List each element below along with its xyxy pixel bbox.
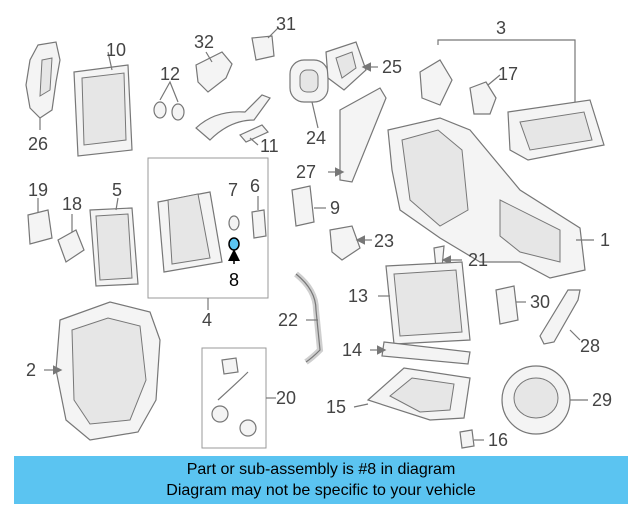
callout-18: 18 <box>62 194 82 214</box>
part-1-main-housing <box>387 117 594 279</box>
callout-25: 25 <box>382 57 402 77</box>
part-10-heater-core <box>73 51 133 157</box>
callout-26: 26 <box>28 134 48 154</box>
part-31-sensor <box>251 27 279 61</box>
part-7-oring <box>228 215 240 231</box>
part-27-support <box>328 87 387 183</box>
callout-10: 10 <box>106 40 126 60</box>
part-16-screw <box>459 429 484 449</box>
part-12-orings <box>153 80 185 121</box>
part-24-seal <box>289 59 329 129</box>
callout-15: 15 <box>326 397 346 417</box>
callout-9: 9 <box>330 198 340 218</box>
callout-28: 28 <box>580 336 600 356</box>
callout-8-highlighted: 8 <box>229 270 239 290</box>
callout-1: 1 <box>600 230 610 250</box>
callout-21: 21 <box>468 250 488 270</box>
part-23-actuator <box>329 225 372 261</box>
callout-6: 6 <box>250 176 260 196</box>
info-banner: Part or sub-assembly is #8 in diagram Di… <box>14 456 628 504</box>
part-11-pipe <box>195 94 271 146</box>
callout-30: 30 <box>530 292 550 312</box>
part-15-cover <box>353 367 471 421</box>
parts-diagram: 1 2 3 5 6 7 8 9 10 11 12 13 14 15 16 17 … <box>25 14 612 450</box>
callout-2: 2 <box>26 360 36 380</box>
part-26-bracket <box>25 41 61 130</box>
callout-17: 17 <box>498 64 518 84</box>
part-22-hose <box>294 271 324 365</box>
banner-line-part-info: Part or sub-assembly is #8 in diagram <box>186 461 456 478</box>
part-8-seal-highlighted <box>228 237 240 264</box>
callout-4: 4 <box>202 310 212 330</box>
part-32-valve <box>195 51 233 93</box>
callout-23: 23 <box>374 231 394 251</box>
callout-22: 22 <box>278 310 298 330</box>
part-9-sensor <box>291 185 326 227</box>
part-17-bracket <box>469 74 501 115</box>
part-28-bracket <box>539 289 581 345</box>
part-5-filter <box>89 197 139 287</box>
part-2-lower-housing <box>44 301 161 441</box>
callout-16: 16 <box>488 430 508 450</box>
part-19-actuator <box>27 198 53 245</box>
part-13-cabin-filter <box>378 261 471 345</box>
callout-32: 32 <box>194 32 214 52</box>
part-25-seal <box>325 41 378 91</box>
callout-7: 7 <box>228 180 238 200</box>
callout-27: 27 <box>296 162 316 182</box>
callout-20: 20 <box>276 388 296 408</box>
callout-14: 14 <box>342 340 362 360</box>
callout-3: 3 <box>496 18 506 38</box>
callout-31: 31 <box>276 14 296 34</box>
part-4-evaporator-assembly <box>147 157 269 310</box>
callout-5: 5 <box>112 180 122 200</box>
callout-12: 12 <box>160 64 180 84</box>
part-18-actuator <box>57 214 85 263</box>
banner-line-disclaimer: Diagram may not be specific to your vehi… <box>166 482 476 499</box>
part-3-upper-housing <box>419 39 605 161</box>
callout-24: 24 <box>306 128 326 148</box>
part-29-blower-motor <box>501 365 588 435</box>
part-14-seal <box>370 341 471 365</box>
part-20-hardware-kit <box>201 347 276 449</box>
callout-29: 29 <box>592 390 612 410</box>
callout-19: 19 <box>28 180 48 200</box>
callout-13: 13 <box>348 286 368 306</box>
callout-11: 11 <box>260 136 279 156</box>
part-30-bracket <box>495 285 526 325</box>
part-6-valve <box>251 196 267 239</box>
